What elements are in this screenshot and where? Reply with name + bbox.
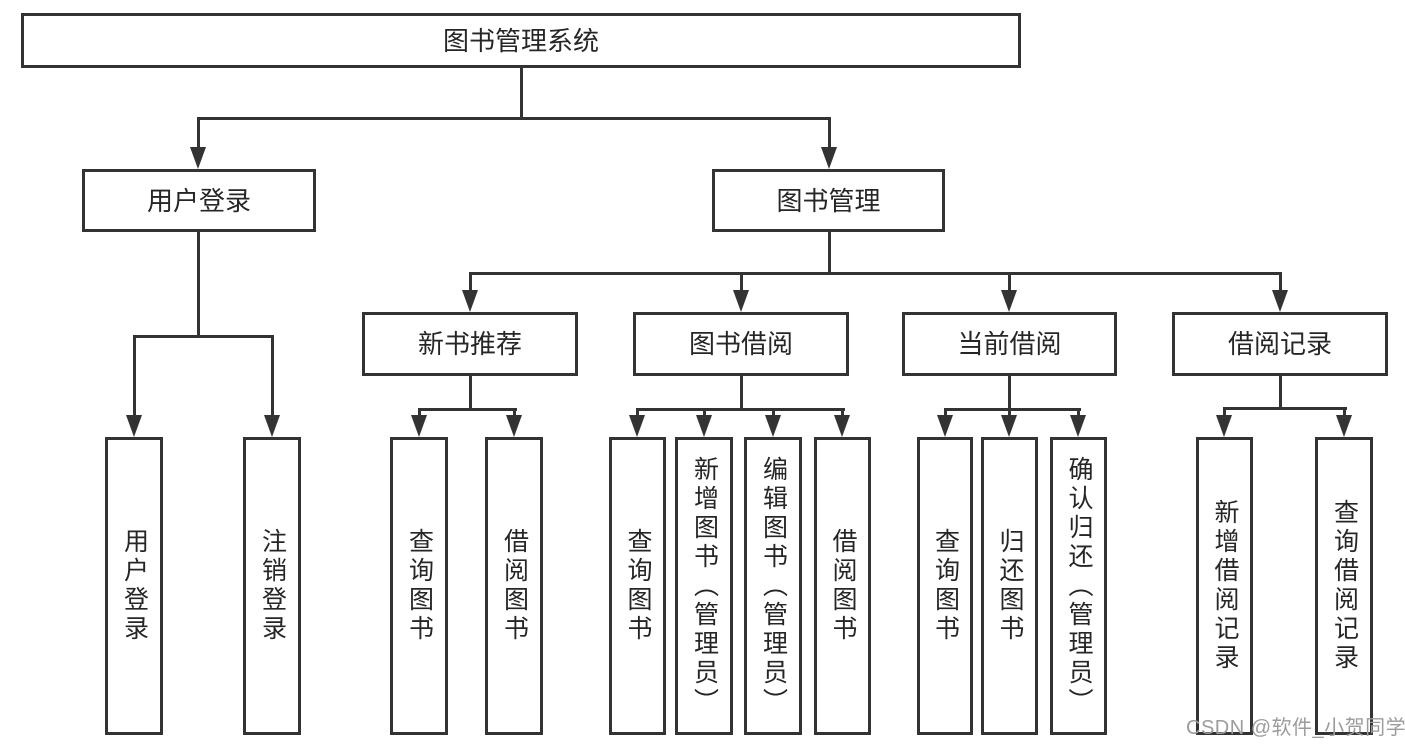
node-new-book-recommend: 新书推荐: [362, 312, 578, 376]
arrow-down-icon: [1070, 415, 1086, 437]
leaf-logout-label: 注销登录: [258, 528, 287, 644]
node-new-book-recommend-label: 新书推荐: [417, 329, 522, 359]
leaf-add-book-admin: 新增图书（管理员）: [675, 437, 733, 735]
leaf-query-borrow-record-label: 查询借阅记录: [1330, 499, 1359, 673]
connector-level2-branch: [197, 117, 831, 120]
connector-drop: [944, 408, 947, 418]
connector-book-borrow-branch: [636, 408, 845, 411]
connector-drop-user-login: [197, 117, 200, 150]
leaf-edit-book-admin: 编辑图书（管理员）: [744, 437, 802, 735]
leaf-query-books-borrow-label: 查询图书: [624, 528, 652, 644]
leaf-query-books-recommend: 查询图书: [390, 437, 448, 735]
leaf-borrow-books-recommend-label: 借阅图书: [500, 528, 529, 644]
leaf-return-book: 归还图书: [981, 437, 1038, 735]
arrow-down-icon: [733, 290, 749, 312]
connector-drop: [1223, 407, 1226, 417]
arrow-down-icon: [411, 415, 427, 437]
node-book-borrow-label: 图书借阅: [688, 329, 793, 359]
leaf-confirm-return-admin-label: 确认归还（管理员）: [1065, 455, 1093, 717]
connector-book-borrow-stem: [740, 376, 743, 411]
node-root: 图书管理系统: [21, 13, 1021, 68]
connector-current-borrow-branch: [944, 408, 1081, 411]
connector-user-login-branch: [133, 335, 274, 338]
arrow-down-icon: [696, 415, 712, 437]
leaf-query-borrow-record: 查询借阅记录: [1315, 437, 1373, 735]
connector-current-borrow-stem: [1008, 376, 1011, 411]
leaf-borrow-books-recommend: 借阅图书: [485, 437, 543, 735]
connector-drop-leaf-logout: [271, 335, 274, 417]
node-user-login: 用户登录: [82, 169, 316, 232]
connector-drop: [703, 408, 706, 418]
leaf-logout: 注销登录: [243, 437, 301, 735]
leaf-borrow-books-borrow: 借阅图书: [814, 437, 871, 735]
arrow-down-icon: [821, 147, 837, 169]
leaf-confirm-return-admin: 确认归还（管理员）: [1050, 437, 1107, 735]
connector-drop-new-book: [469, 272, 472, 293]
connector-drop-borrow-records: [1279, 272, 1282, 293]
connector-user-login-stem: [197, 232, 200, 337]
node-current-borrow-label: 当前借阅: [957, 329, 1062, 359]
leaf-borrow-books-borrow-label: 借阅图书: [829, 528, 857, 644]
arrow-down-icon: [264, 415, 280, 437]
leaf-user-login: 用户登录: [105, 437, 163, 735]
connector-drop-leaf-user-login: [133, 335, 136, 417]
arrow-down-icon: [937, 415, 953, 437]
connector-drop: [636, 408, 639, 418]
connector-drop: [513, 408, 516, 418]
connector-borrow-records-branch: [1223, 407, 1347, 410]
leaf-add-borrow-record-label: 新增借阅记录: [1211, 499, 1239, 673]
connector-level3-branch: [469, 272, 1282, 275]
connector-drop: [1343, 407, 1346, 417]
connector-new-book-stem: [469, 376, 472, 411]
arrow-down-icon: [834, 415, 850, 437]
connector-drop-book-borrow: [740, 272, 743, 293]
node-borrow-records-label: 借阅记录: [1227, 329, 1332, 359]
leaf-query-books-current: 查询图书: [917, 437, 973, 735]
leaf-return-book-label: 归还图书: [996, 528, 1024, 644]
connector-borrow-records-stem: [1279, 376, 1282, 410]
node-borrow-records: 借阅记录: [1172, 312, 1388, 376]
connector-drop: [418, 408, 421, 418]
arrow-down-icon: [765, 415, 781, 437]
node-book-management-label: 图书管理: [776, 185, 881, 216]
connector-drop: [841, 408, 844, 418]
connector-drop: [1008, 408, 1011, 418]
connector-root-stem: [520, 68, 523, 118]
node-root-label: 图书管理系统: [442, 25, 599, 56]
connector-drop: [772, 408, 775, 418]
connector-drop: [1077, 408, 1080, 418]
arrow-down-icon: [1001, 415, 1017, 437]
leaf-query-books-borrow: 查询图书: [609, 437, 666, 735]
leaf-user-login-label: 用户登录: [120, 528, 149, 644]
arrow-down-icon: [1001, 290, 1017, 312]
connector-book-management-stem: [828, 232, 831, 274]
leaf-query-books-current-label: 查询图书: [931, 528, 960, 644]
leaf-add-book-admin-label: 新增图书（管理员）: [690, 455, 719, 717]
arrow-down-icon: [629, 415, 645, 437]
node-user-login-label: 用户登录: [146, 185, 251, 216]
arrow-down-icon: [1272, 290, 1288, 312]
arrow-down-icon: [1216, 415, 1232, 437]
arrow-down-icon: [190, 147, 206, 169]
node-book-borrow: 图书借阅: [633, 312, 849, 376]
watermark: CSDN @软件_小贺同学: [1186, 717, 1405, 739]
connector-drop-current-borrow: [1008, 272, 1011, 293]
node-book-management: 图书管理: [712, 169, 945, 232]
arrow-down-icon: [462, 290, 478, 312]
leaf-add-borrow-record: 新增借阅记录: [1196, 437, 1253, 735]
connector-drop-book-management: [828, 117, 831, 150]
leaf-query-books-recommend-label: 查询图书: [405, 528, 434, 644]
arrow-down-icon: [1336, 415, 1352, 437]
leaf-edit-book-admin-label: 编辑图书（管理员）: [759, 455, 788, 717]
connector-new-book-branch: [418, 408, 517, 411]
arrow-down-icon: [126, 415, 142, 437]
arrow-down-icon: [506, 415, 522, 437]
node-current-borrow: 当前借阅: [902, 312, 1117, 376]
